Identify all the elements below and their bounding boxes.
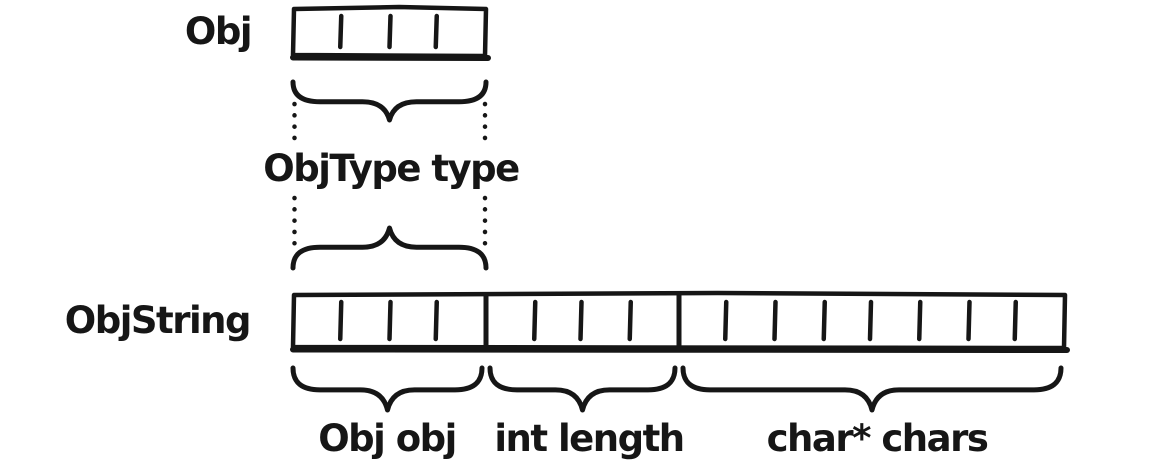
dotted-connector-lines <box>292 101 488 253</box>
segment-label-length: int length <box>494 417 683 460</box>
box-bottom-edge <box>290 346 1070 353</box>
obj-underbrace-path <box>290 79 489 123</box>
objstring-overbrace <box>290 225 489 271</box>
memory-cell-tick <box>338 299 344 342</box>
memory-cell-tick <box>821 299 827 342</box>
memory-cell-tick <box>387 13 393 50</box>
objstring-struct-label: ObjString <box>65 299 250 342</box>
objstring-memory-box <box>290 290 1070 353</box>
segment-underbrace-path <box>290 365 485 413</box>
box-bottom-edge <box>290 54 491 61</box>
obj-memory-box <box>290 4 491 61</box>
memory-cell-tick <box>532 299 538 342</box>
segment-label-chars: char* chars <box>767 417 988 460</box>
box-outline <box>290 290 1068 351</box>
memory-cell-tick <box>578 299 584 342</box>
memory-cell-tick <box>433 13 439 50</box>
memory-cell-tick <box>772 299 778 342</box>
memory-cell-tick <box>966 299 972 342</box>
obj-field-label: ObjType type <box>263 147 519 190</box>
memory-cell-tick <box>1012 299 1018 342</box>
memory-cell-tick <box>627 299 633 342</box>
segment-underbrace-path <box>680 365 1064 413</box>
memory-cell-tick <box>387 299 393 342</box>
memory-cell-tick <box>433 299 439 342</box>
memory-cell-tick <box>723 299 729 342</box>
memory-cell-tick <box>338 13 344 50</box>
box-outline <box>290 4 489 59</box>
obj-struct-label: Obj <box>185 10 251 53</box>
memory-cell-tick <box>917 299 923 342</box>
segment-label-obj: Obj obj <box>318 417 456 460</box>
obj-underbrace <box>290 79 489 123</box>
objstring-overbrace-path <box>290 225 489 271</box>
segment-underbrace-path <box>487 365 678 413</box>
memory-cell-tick <box>867 299 874 342</box>
segment-underbraces <box>290 365 1064 413</box>
